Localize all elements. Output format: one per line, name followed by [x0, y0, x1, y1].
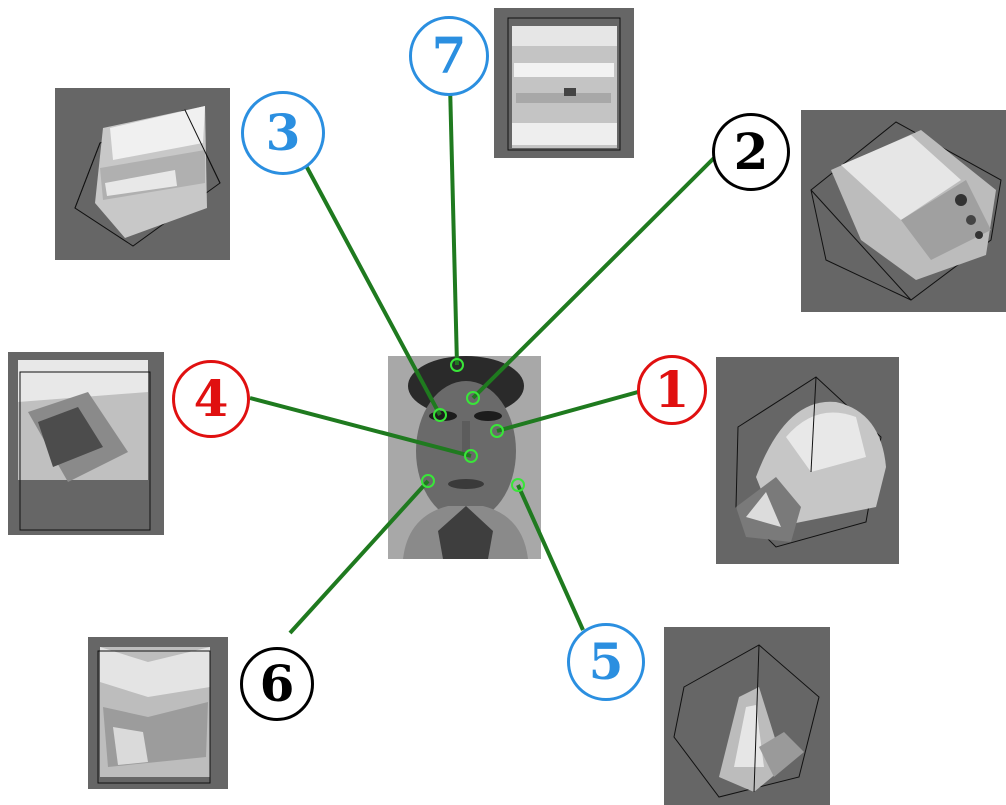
connector-line-7 — [448, 83, 459, 366]
connector-line-2 — [471, 156, 716, 400]
connector-line-4 — [249, 396, 472, 458]
number-marker-2: 2 — [712, 113, 790, 191]
number-marker-3: 3 — [241, 91, 325, 175]
landmark-7 — [450, 358, 464, 372]
landmark-2 — [466, 391, 480, 405]
landmark-3 — [433, 408, 447, 422]
number-marker-5: 5 — [567, 623, 645, 701]
connector-line-6 — [288, 479, 430, 635]
surface-plot-1 — [716, 357, 899, 564]
landmark-5 — [511, 478, 525, 492]
number-marker-7: 7 — [409, 16, 489, 96]
connector-line-5 — [516, 484, 585, 631]
surface-plot-6 — [88, 637, 228, 789]
surface-plot-2 — [801, 110, 1006, 312]
surface-plot-3 — [55, 88, 230, 260]
connector-line-3 — [301, 159, 442, 416]
number-marker-4: 4 — [172, 360, 250, 438]
landmark-6 — [421, 474, 435, 488]
landmark-1 — [490, 424, 504, 438]
number-marker-6: 6 — [240, 647, 314, 721]
surface-plot-5 — [664, 627, 830, 805]
connector-line-1 — [496, 390, 639, 433]
number-marker-1: 1 — [637, 355, 707, 425]
surface-plot-7 — [494, 8, 634, 158]
surface-plot-4 — [8, 352, 164, 535]
landmark-4 — [464, 449, 478, 463]
